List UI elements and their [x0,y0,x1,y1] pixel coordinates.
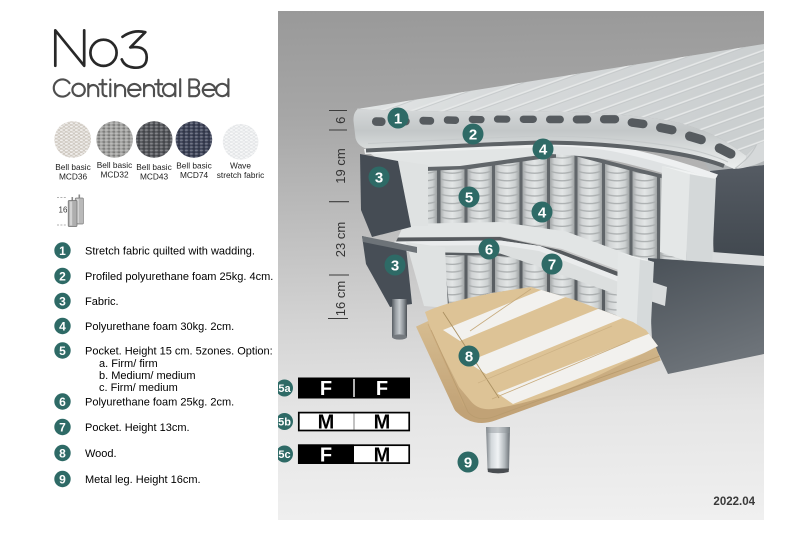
svg-text:19 cm: 19 cm [333,148,348,183]
svg-text:M: M [374,444,391,466]
svg-text:3: 3 [375,169,383,186]
svg-text:Polyurethane foam 30kg. 2cm.: Polyurethane foam 30kg. 2cm. [85,321,234,333]
svg-text:9: 9 [59,473,66,487]
svg-text:5: 5 [465,189,473,206]
svg-text:Pocket. Height 13cm.: Pocket. Height 13cm. [85,422,190,434]
svg-text:Stretch fabric quilted with wa: Stretch fabric quilted with wadding. [85,246,255,258]
svg-text:Profiled polyurethane foam 25k: Profiled polyurethane foam 25kg. 4cm. [85,271,273,283]
svg-text:b. Medium/ medium: b. Medium/ medium [99,370,196,382]
svg-text:F: F [320,444,332,466]
svg-text:3: 3 [59,295,66,309]
svg-text:5a: 5a [278,383,291,395]
svg-text:16: 16 [59,206,68,215]
svg-text:Bell basic: Bell basic [55,162,91,172]
svg-text:Wave: Wave [230,161,251,171]
svg-text:Fabric.: Fabric. [85,296,119,308]
svg-text:2: 2 [59,270,66,284]
svg-text:8: 8 [59,447,66,461]
svg-text:Wood.: Wood. [85,448,117,460]
svg-text:2: 2 [469,126,477,143]
svg-text:Pocket. Height 15 cm. 5zones.: Pocket. Height 15 cm. 5zones. Option: [85,346,273,358]
svg-text:23 cm: 23 cm [333,222,348,257]
svg-text:a. Firm/ firm: a. Firm/ firm [99,358,158,370]
svg-text:F: F [376,378,388,400]
svg-text:5c: 5c [278,449,290,461]
svg-text:4: 4 [538,204,547,221]
svg-text:MCD74: MCD74 [180,170,209,180]
svg-text:MCD32: MCD32 [100,170,129,180]
svg-text:Bell basic: Bell basic [176,161,212,171]
svg-text:9: 9 [464,454,472,471]
svg-text:Metal leg. Height 16cm.: Metal leg. Height 16cm. [85,474,201,486]
svg-text:5b: 5b [278,417,291,429]
svg-text:7: 7 [59,421,66,435]
svg-text:6: 6 [485,241,493,258]
svg-text:stretch fabric: stretch fabric [217,170,265,180]
svg-text:6: 6 [59,395,66,409]
svg-text:M: M [374,412,391,434]
svg-text:M: M [318,412,335,434]
svg-text:Polyurethane foam 25kg. 2cm.: Polyurethane foam 25kg. 2cm. [85,397,234,409]
svg-text:MCD36: MCD36 [59,172,88,182]
svg-text:5: 5 [59,344,66,358]
svg-text:F: F [320,378,332,400]
svg-text:4: 4 [59,320,66,334]
svg-text:8: 8 [465,348,473,365]
svg-text:2022.04: 2022.04 [713,496,755,508]
svg-text:16 cm: 16 cm [333,281,348,316]
svg-text:1: 1 [59,244,66,258]
svg-text:4: 4 [539,141,548,158]
svg-text:6: 6 [333,117,348,124]
svg-text:7: 7 [548,256,556,273]
svg-text:c. Firm/ medium: c. Firm/ medium [99,382,178,394]
svg-text:1: 1 [394,110,402,127]
svg-text:MCD43: MCD43 [140,172,169,182]
svg-text:Bell basic: Bell basic [136,162,172,172]
svg-text:Bell basic: Bell basic [97,160,133,170]
svg-text:3: 3 [391,257,399,274]
